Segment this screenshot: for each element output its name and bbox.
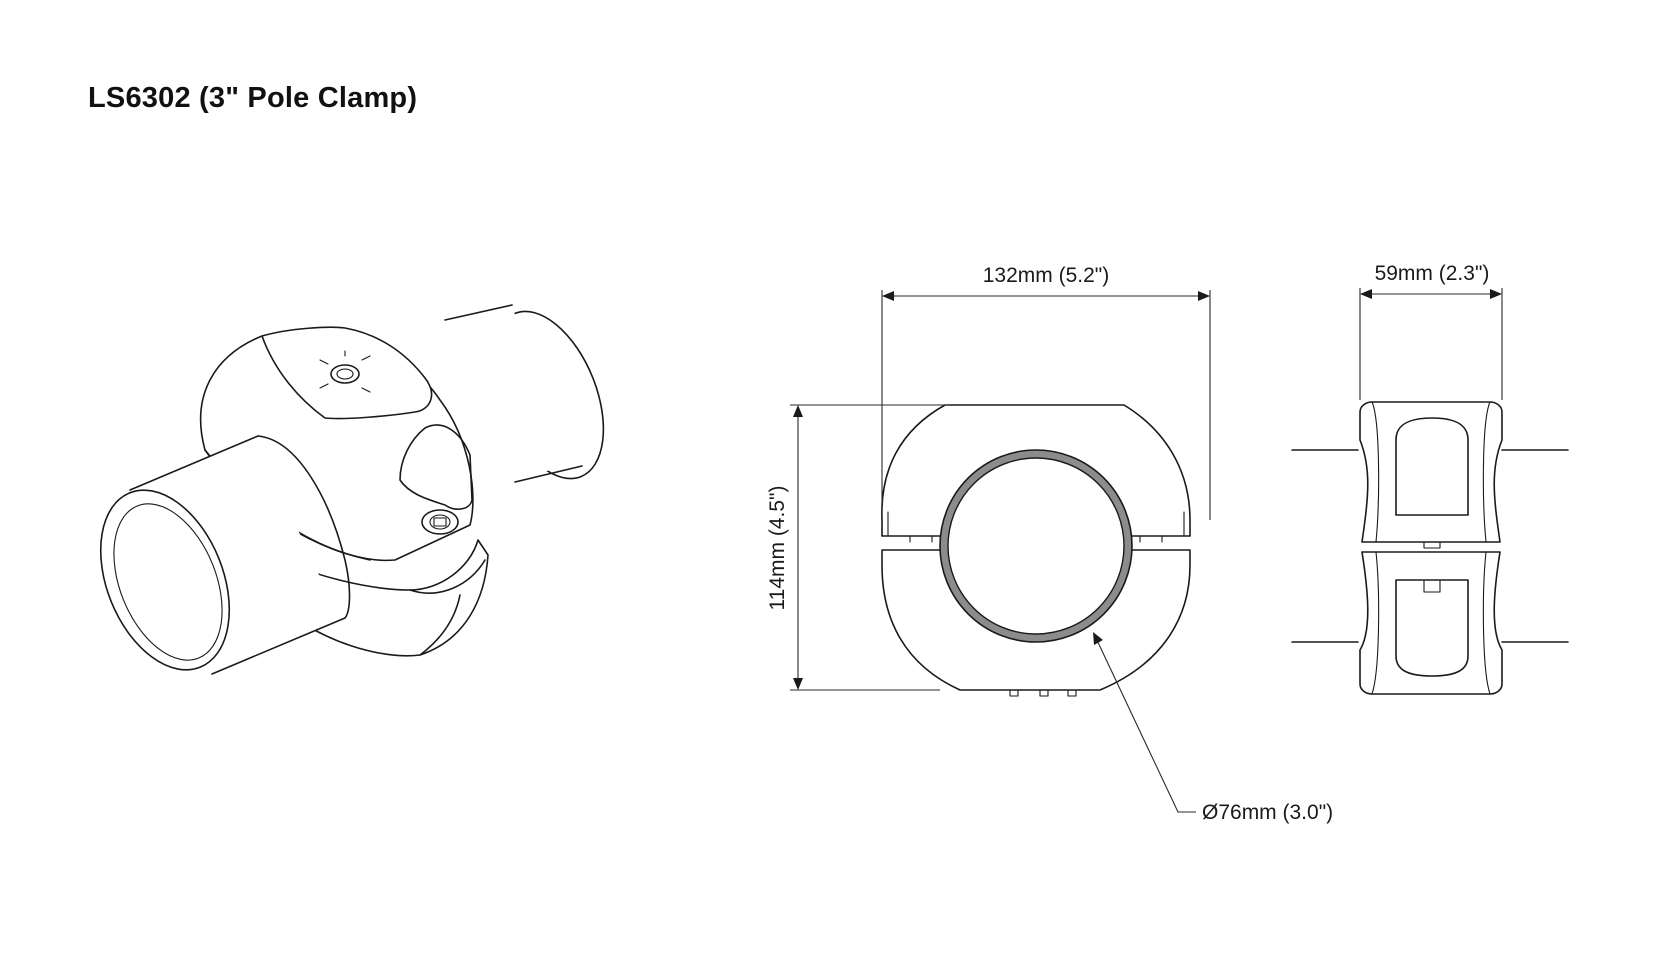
- depth-dimension: 59mm (2.3"): [1359, 262, 1503, 400]
- isometric-view: [99, 304, 605, 675]
- isometric-front-pipe: [99, 435, 351, 675]
- page-title: LS6302 (3" Pole Clamp): [88, 82, 418, 114]
- isometric-clamp-lower: [284, 539, 489, 657]
- bore-diameter-leader: Ø76mm (3.0"): [1093, 632, 1333, 824]
- bore-diameter-label: Ø76mm (3.0"): [1202, 801, 1333, 824]
- front-view-bore: [947, 457, 1125, 635]
- isometric-rear-pipe: [444, 304, 605, 483]
- side-view: 59mm (2.3"): [1291, 262, 1569, 695]
- front-view: 132mm (5.2") 114mm (4.5") Ø76mm (3.0"): [766, 264, 1333, 824]
- height-dimension-label: 114mm (4.5"): [766, 486, 789, 611]
- height-dimension: 114mm (4.5"): [766, 404, 950, 691]
- side-view-upper-half: [1359, 401, 1503, 543]
- side-view-lower-half: [1359, 551, 1503, 695]
- width-dimension-label: 132mm (5.2"): [983, 264, 1110, 287]
- depth-dimension-label: 59mm (2.3"): [1375, 262, 1490, 285]
- width-dimension: 132mm (5.2"): [881, 264, 1211, 520]
